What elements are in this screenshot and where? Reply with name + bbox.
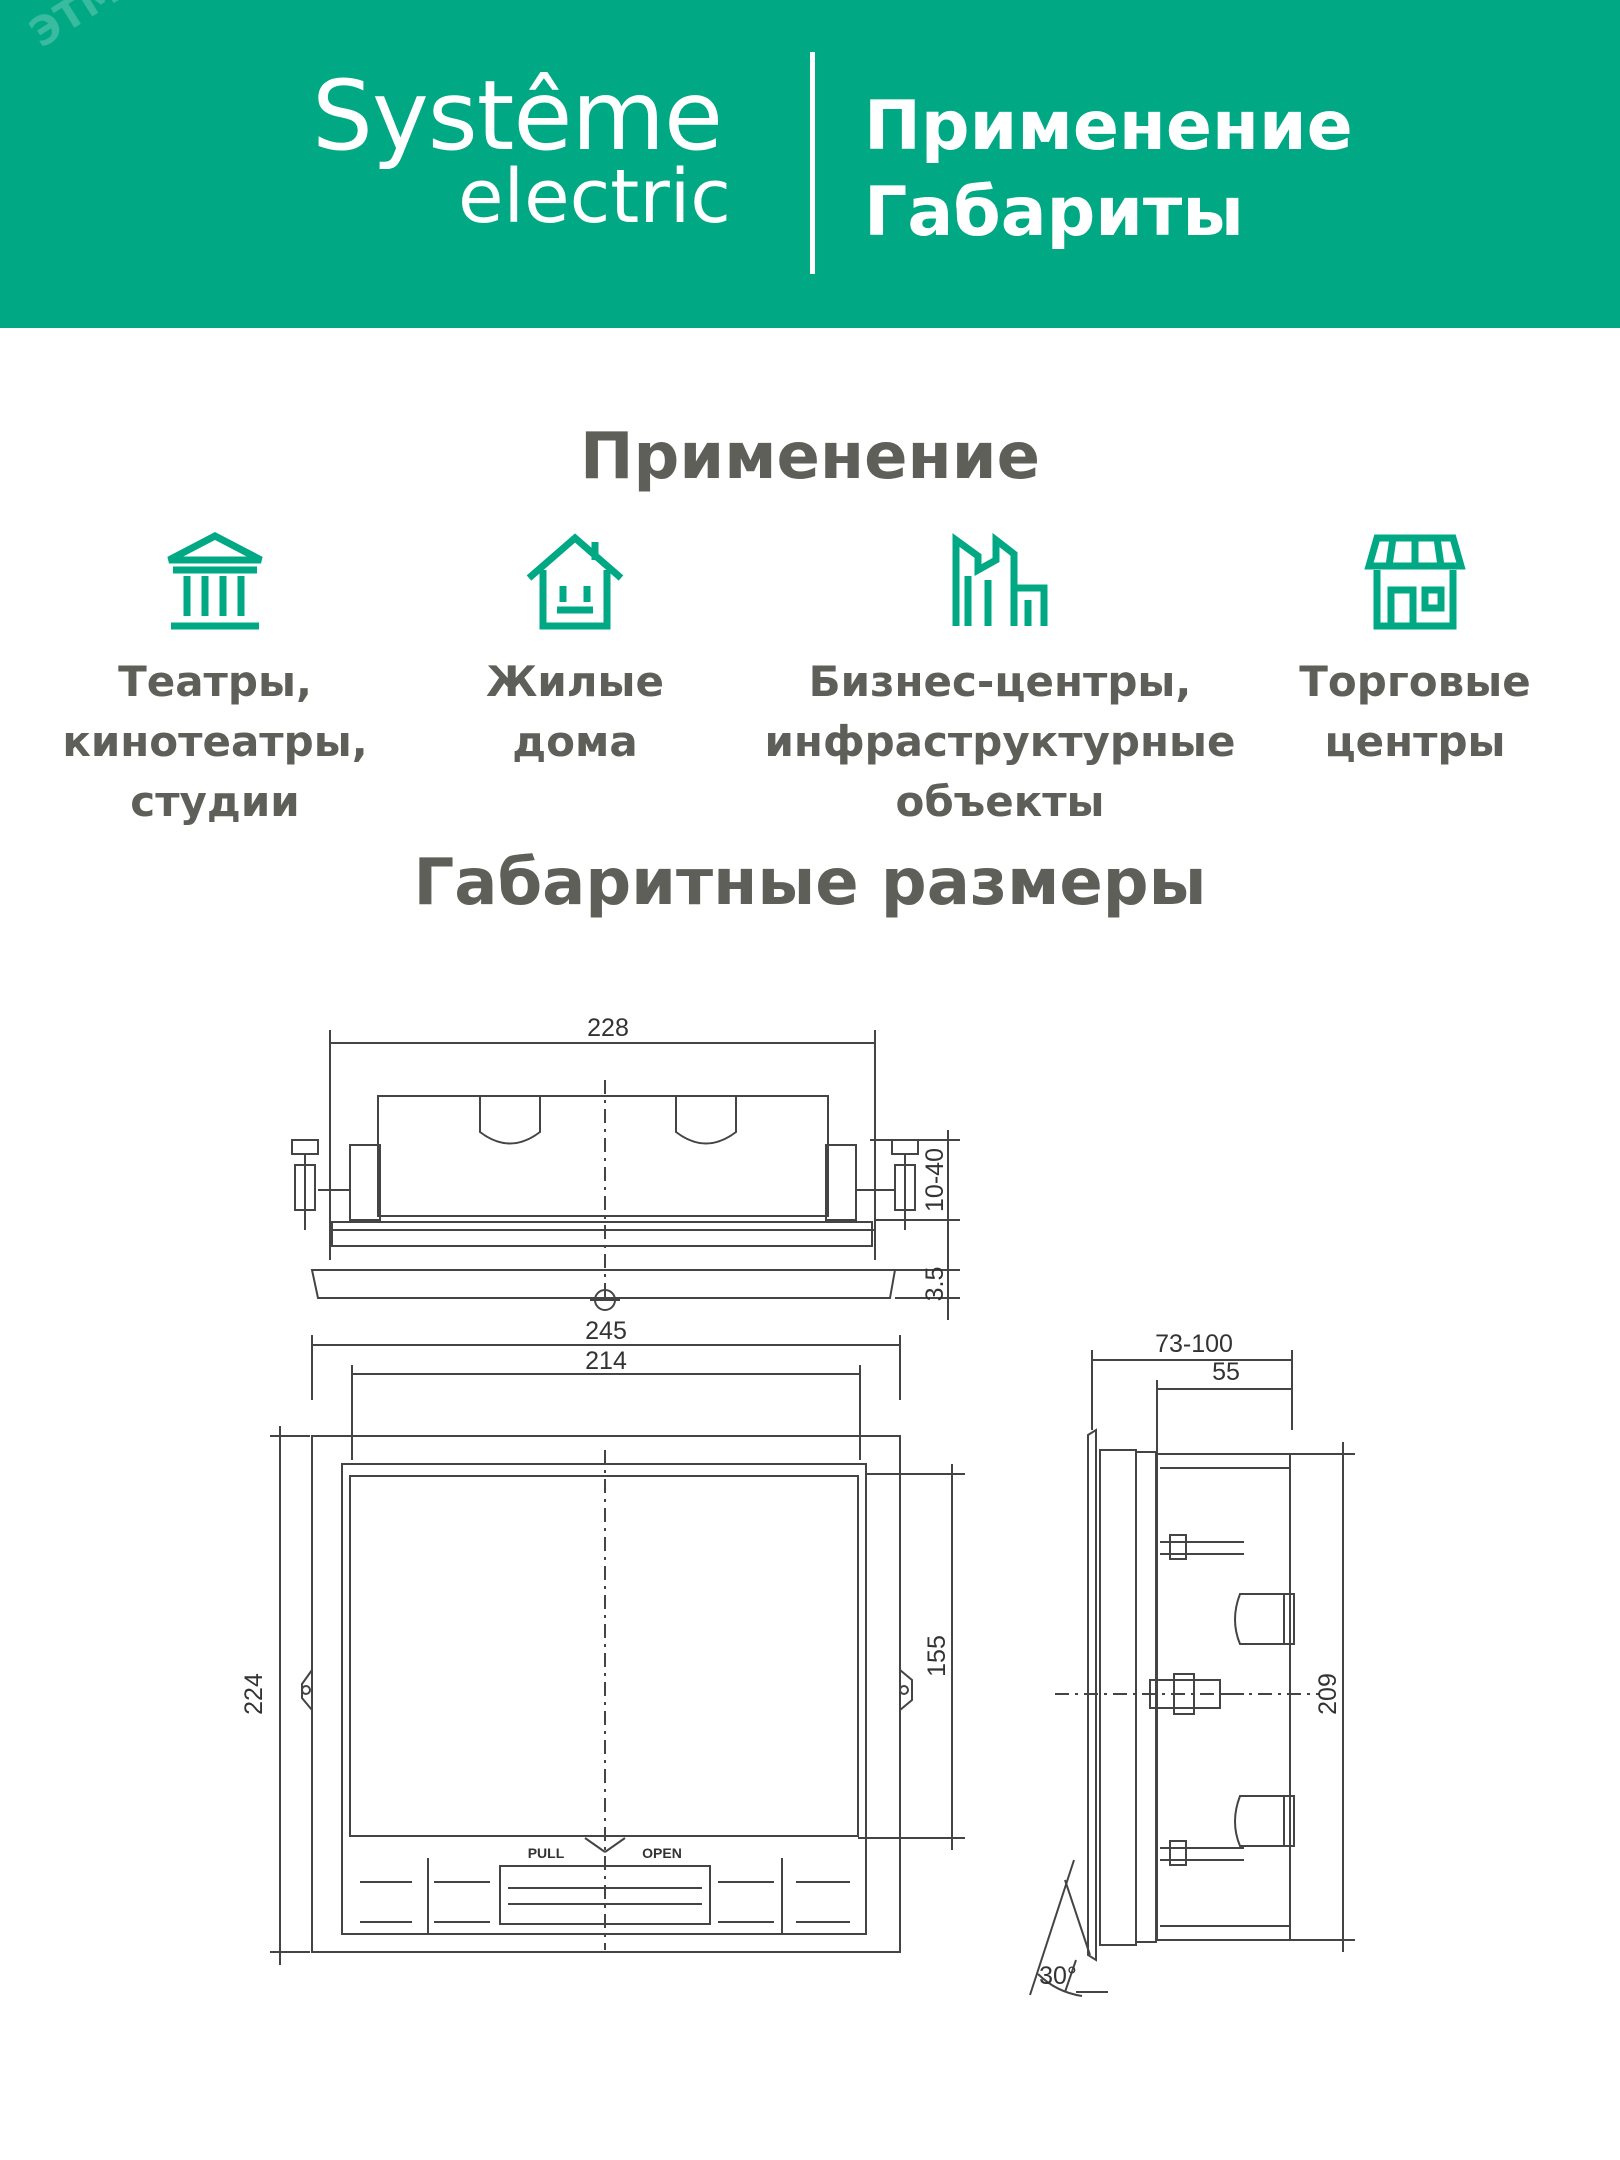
application-item-theaters: Театры, кинотеатры, студии xyxy=(40,530,390,832)
header-divider xyxy=(810,52,815,274)
application-label-business: Бизнес-центры, инфраструктурные объекты xyxy=(764,657,1236,826)
header-title-line2: Габариты xyxy=(864,173,1244,252)
dim-outer-height: 224 xyxy=(240,1673,268,1715)
watermark: ЭТМ xyxy=(22,0,129,58)
dim-depth-range: 73-100 xyxy=(1155,1330,1233,1358)
application-item-residential: Жилые дома xyxy=(440,530,710,772)
application-label-residential: Жилые дома xyxy=(485,657,665,766)
header-title: Применение Габариты xyxy=(864,84,1353,256)
pull-label: PULL xyxy=(528,1845,565,1861)
dim-outer-width: 245 xyxy=(585,1317,627,1345)
application-item-business: Бизнес-центры, инфраструктурные объекты xyxy=(760,530,1240,832)
header-banner: ЭТМ Systême electric Применение Габариты xyxy=(0,0,1620,328)
front-view xyxy=(270,1335,965,1965)
technical-drawing: 228 10-40 3.5 245 214 224 155 PULL OPEN … xyxy=(240,1014,1355,1997)
house-icon xyxy=(526,533,624,630)
dim-lid-thickness: 3.5 xyxy=(921,1267,949,1302)
dim-top-width: 228 xyxy=(587,1014,629,1042)
application-label-theaters: Театры, кинотеатры, студии xyxy=(62,657,368,826)
dimensions-title: Габаритные размеры xyxy=(413,846,1207,920)
dim-inner-height: 155 xyxy=(923,1635,951,1677)
shop-icon xyxy=(1364,534,1466,630)
application-item-shopping: Торговые центры xyxy=(1270,530,1560,772)
theater-building-icon xyxy=(167,532,263,630)
open-label: OPEN xyxy=(642,1845,682,1861)
brand-logo-line2: electric xyxy=(458,154,731,240)
header-title-line1: Применение xyxy=(864,87,1353,166)
dim-body-depth: 55 xyxy=(1212,1358,1240,1386)
side-view xyxy=(1029,1350,1355,1997)
brand-logo-line1: Systême xyxy=(312,60,723,172)
top-view xyxy=(291,1030,960,1320)
business-buildings-icon xyxy=(952,532,1048,626)
dim-top-height-range: 10-40 xyxy=(921,1148,949,1212)
application-label-shopping: Торговые центры xyxy=(1299,657,1531,766)
dim-angle: 30° xyxy=(1039,1962,1077,1990)
dim-inner-width: 214 xyxy=(585,1347,627,1375)
applications-title: Применение xyxy=(579,420,1041,494)
dim-side-height: 209 xyxy=(1314,1673,1342,1715)
